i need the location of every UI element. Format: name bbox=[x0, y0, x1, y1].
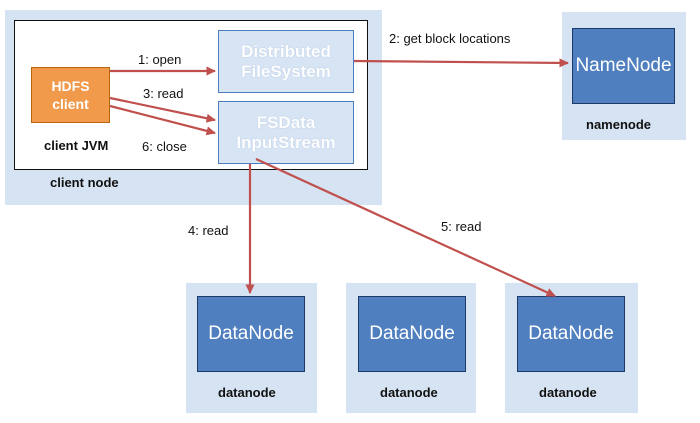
client-node-label: client node bbox=[50, 175, 119, 190]
namenode-box: NameNode bbox=[572, 28, 675, 104]
client-jvm-label: client JVM bbox=[44, 138, 109, 153]
step-open-label: 1: open bbox=[138, 52, 182, 67]
step-read-3-label: 3: read bbox=[143, 86, 184, 101]
datanode-caption-2: datanode bbox=[380, 385, 438, 400]
fsdata-inputstream-box: FSData InputStream bbox=[218, 101, 354, 164]
fsdata-line1: FSData bbox=[256, 112, 316, 132]
fsdata-line2: InputStream bbox=[236, 132, 336, 152]
datanode-box-1: DataNode bbox=[197, 296, 305, 372]
datanode-box-2: DataNode bbox=[358, 296, 466, 372]
arrow-get-block-locations bbox=[353, 58, 569, 68]
datanode-box-3: DataNode bbox=[517, 296, 625, 372]
datanode-caption-3: datanode bbox=[539, 385, 597, 400]
hdfs-client-box: HDFS client bbox=[31, 67, 110, 123]
step-get-block-locations-label: 2: get block locations bbox=[389, 31, 511, 46]
hdfs-client-line1: HDFS bbox=[51, 78, 90, 94]
distributed-filesystem-box: Distributed FileSystem bbox=[218, 30, 354, 93]
distributed-fs-line1: Distributed bbox=[241, 41, 331, 61]
datanode-caption-1: datanode bbox=[218, 385, 276, 400]
hdfs-client-line2: client bbox=[52, 96, 89, 112]
step-close-label: 6: close bbox=[142, 139, 187, 154]
step-read-4-label: 4: read bbox=[188, 223, 229, 238]
distributed-fs-line2: FileSystem bbox=[241, 61, 331, 81]
step-read-5-label: 5: read bbox=[441, 219, 482, 234]
namenode-caption: namenode bbox=[586, 117, 652, 132]
